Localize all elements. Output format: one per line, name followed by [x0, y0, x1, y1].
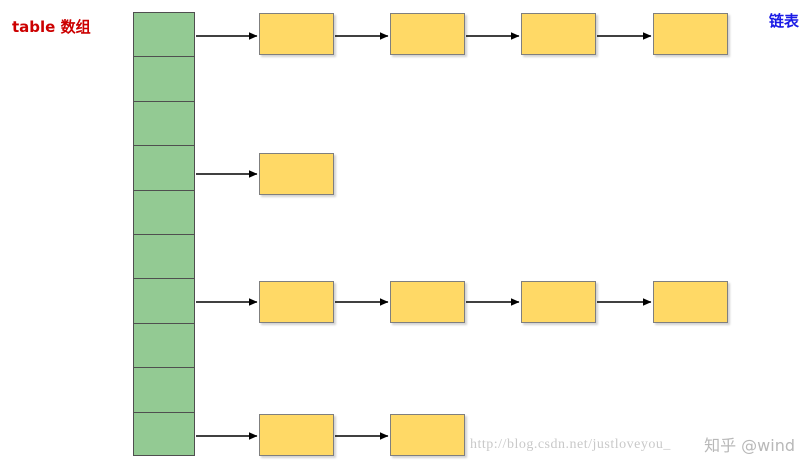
list-node [653, 281, 728, 323]
array-cell [133, 100, 195, 146]
list-node [390, 13, 465, 55]
list-node [390, 414, 465, 456]
linked-list-label: 链表 [768, 12, 799, 30]
array-cell [133, 12, 195, 57]
array-cell [133, 367, 195, 412]
list-node [521, 281, 596, 323]
watermark-zhihu: 知乎 @wind [704, 436, 795, 455]
array-label: table 数组 [12, 18, 91, 36]
watermark-url: http://blog.csdn.net/justloveyou_ [470, 437, 671, 452]
list-node [521, 13, 596, 55]
list-node [259, 414, 334, 456]
table-array [133, 12, 195, 456]
array-cell [133, 411, 195, 456]
list-node [259, 281, 334, 323]
array-cell [133, 189, 195, 234]
list-node [259, 13, 334, 55]
list-node [390, 281, 465, 323]
array-cell [133, 322, 195, 368]
array-cell [133, 278, 195, 323]
list-node [653, 13, 728, 55]
array-cell [133, 233, 195, 279]
array-cell [133, 56, 195, 101]
array-cell [133, 145, 195, 190]
list-node [259, 153, 334, 195]
